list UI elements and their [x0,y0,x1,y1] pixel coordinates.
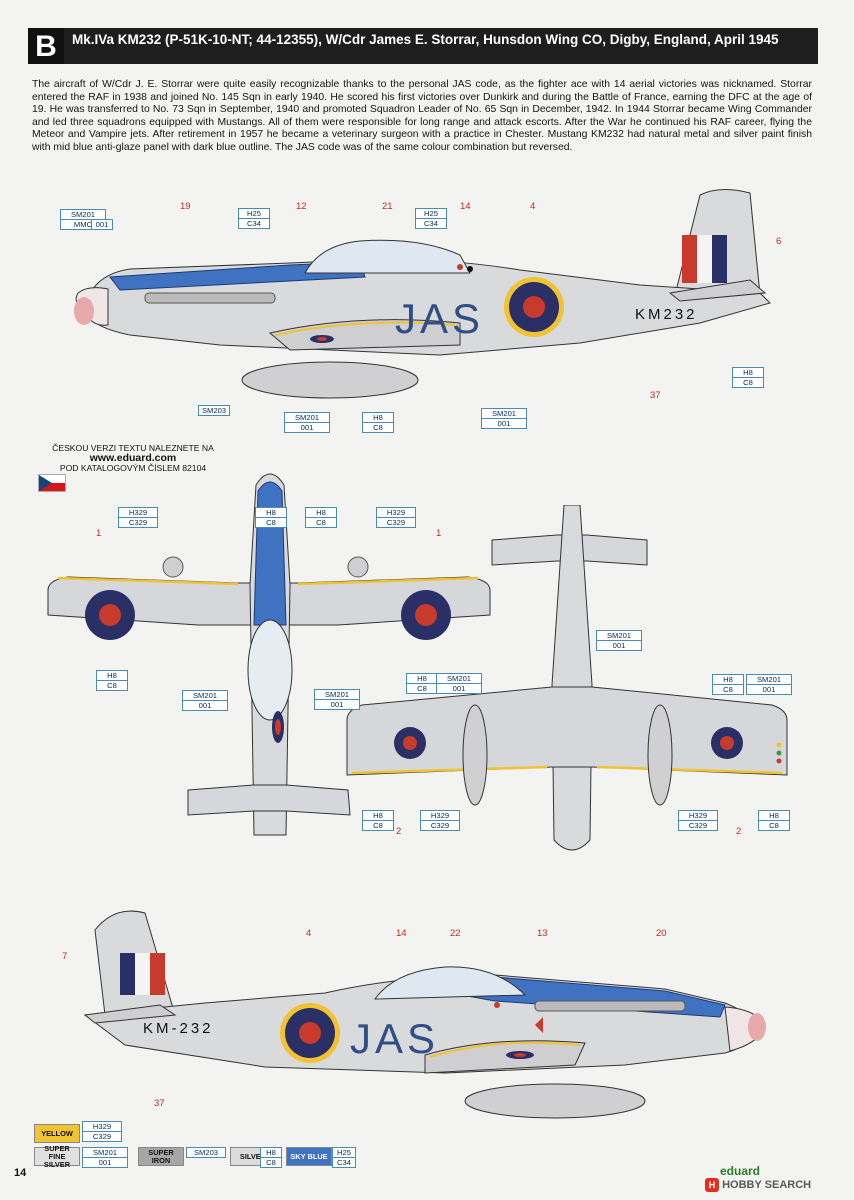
callout-20: 20 [656,928,667,939]
intro-paragraph: The aircraft of W/Cdr J. E. Storrar were… [32,79,812,153]
callout-22: 22 [450,928,461,939]
top-view-illustration [47,473,491,836]
watermark: H HOBBY SEARCH [705,1178,811,1192]
watermark-text: HOBBY SEARCH [722,1178,812,1191]
callout-37: 37 [650,390,661,401]
callout-14-bottom: 14 [396,928,407,939]
code-letters-right: JAS [350,1015,439,1062]
callout-12: 12 [296,201,307,212]
code-box-mmc001: 001 [91,219,113,230]
legend-si-code: SM203 [186,1147,226,1158]
czech-note: ČESKOU VERZI TEXTU NALEZNETE NA www.edua… [38,443,228,473]
legend-super-iron: SUPER IRON [138,1147,184,1166]
legend-yellow: YELLOW [34,1124,80,1143]
serial-left: KM232 [635,306,698,323]
hobby-search-logo-icon: H [705,1178,719,1192]
callout-1-left: 1 [96,528,102,539]
callout-4: 4 [530,201,536,212]
callout-13: 13 [537,928,548,939]
callout-14: 14 [460,201,471,212]
page-number: 14 [14,1167,27,1179]
code-box-sm203: SM203 [198,405,230,416]
section-header: B Mk.IVa KM232 (P-51K-10-NT; 44-12355), … [28,28,818,64]
callout-2-left: 2 [396,826,402,837]
brand-logo: eduard [720,1164,761,1178]
legend-sky-blue: SKY BLUE [286,1147,332,1166]
bottom-view-illustration [346,505,788,851]
czech-note-line2: POD KATALOGOVÝM ČÍSLEM 82104 [59,463,207,473]
callout-1-right: 1 [436,528,442,539]
serial-right: KM-232 [143,1020,214,1037]
callout-6: 6 [776,236,782,247]
section-letter: B [28,28,64,64]
code-letters-left: JAS [395,295,484,342]
callout-37-bottom: 37 [154,1098,165,1109]
callout-7: 7 [62,951,68,962]
callout-4-bottom: 4 [306,928,312,939]
callout-2-right: 2 [736,826,742,837]
section-title: Mk.IVa KM232 (P-51K-10-NT; 44-12355), W/… [72,32,779,47]
czech-note-url[interactable]: www.eduard.com [89,452,177,464]
right-profile-illustration: KM-232 JAS [83,910,766,1119]
left-profile-illustration: JAS KM232 [74,189,771,399]
callout-19: 19 [180,201,191,212]
callout-21: 21 [382,201,393,212]
legend-super-fine-silver: SUPER FINE SILVER [34,1144,80,1168]
czech-note-line1: ČESKOU VERZI TEXTU NALEZNETE NA [52,443,214,453]
czech-flag-icon [38,474,66,492]
